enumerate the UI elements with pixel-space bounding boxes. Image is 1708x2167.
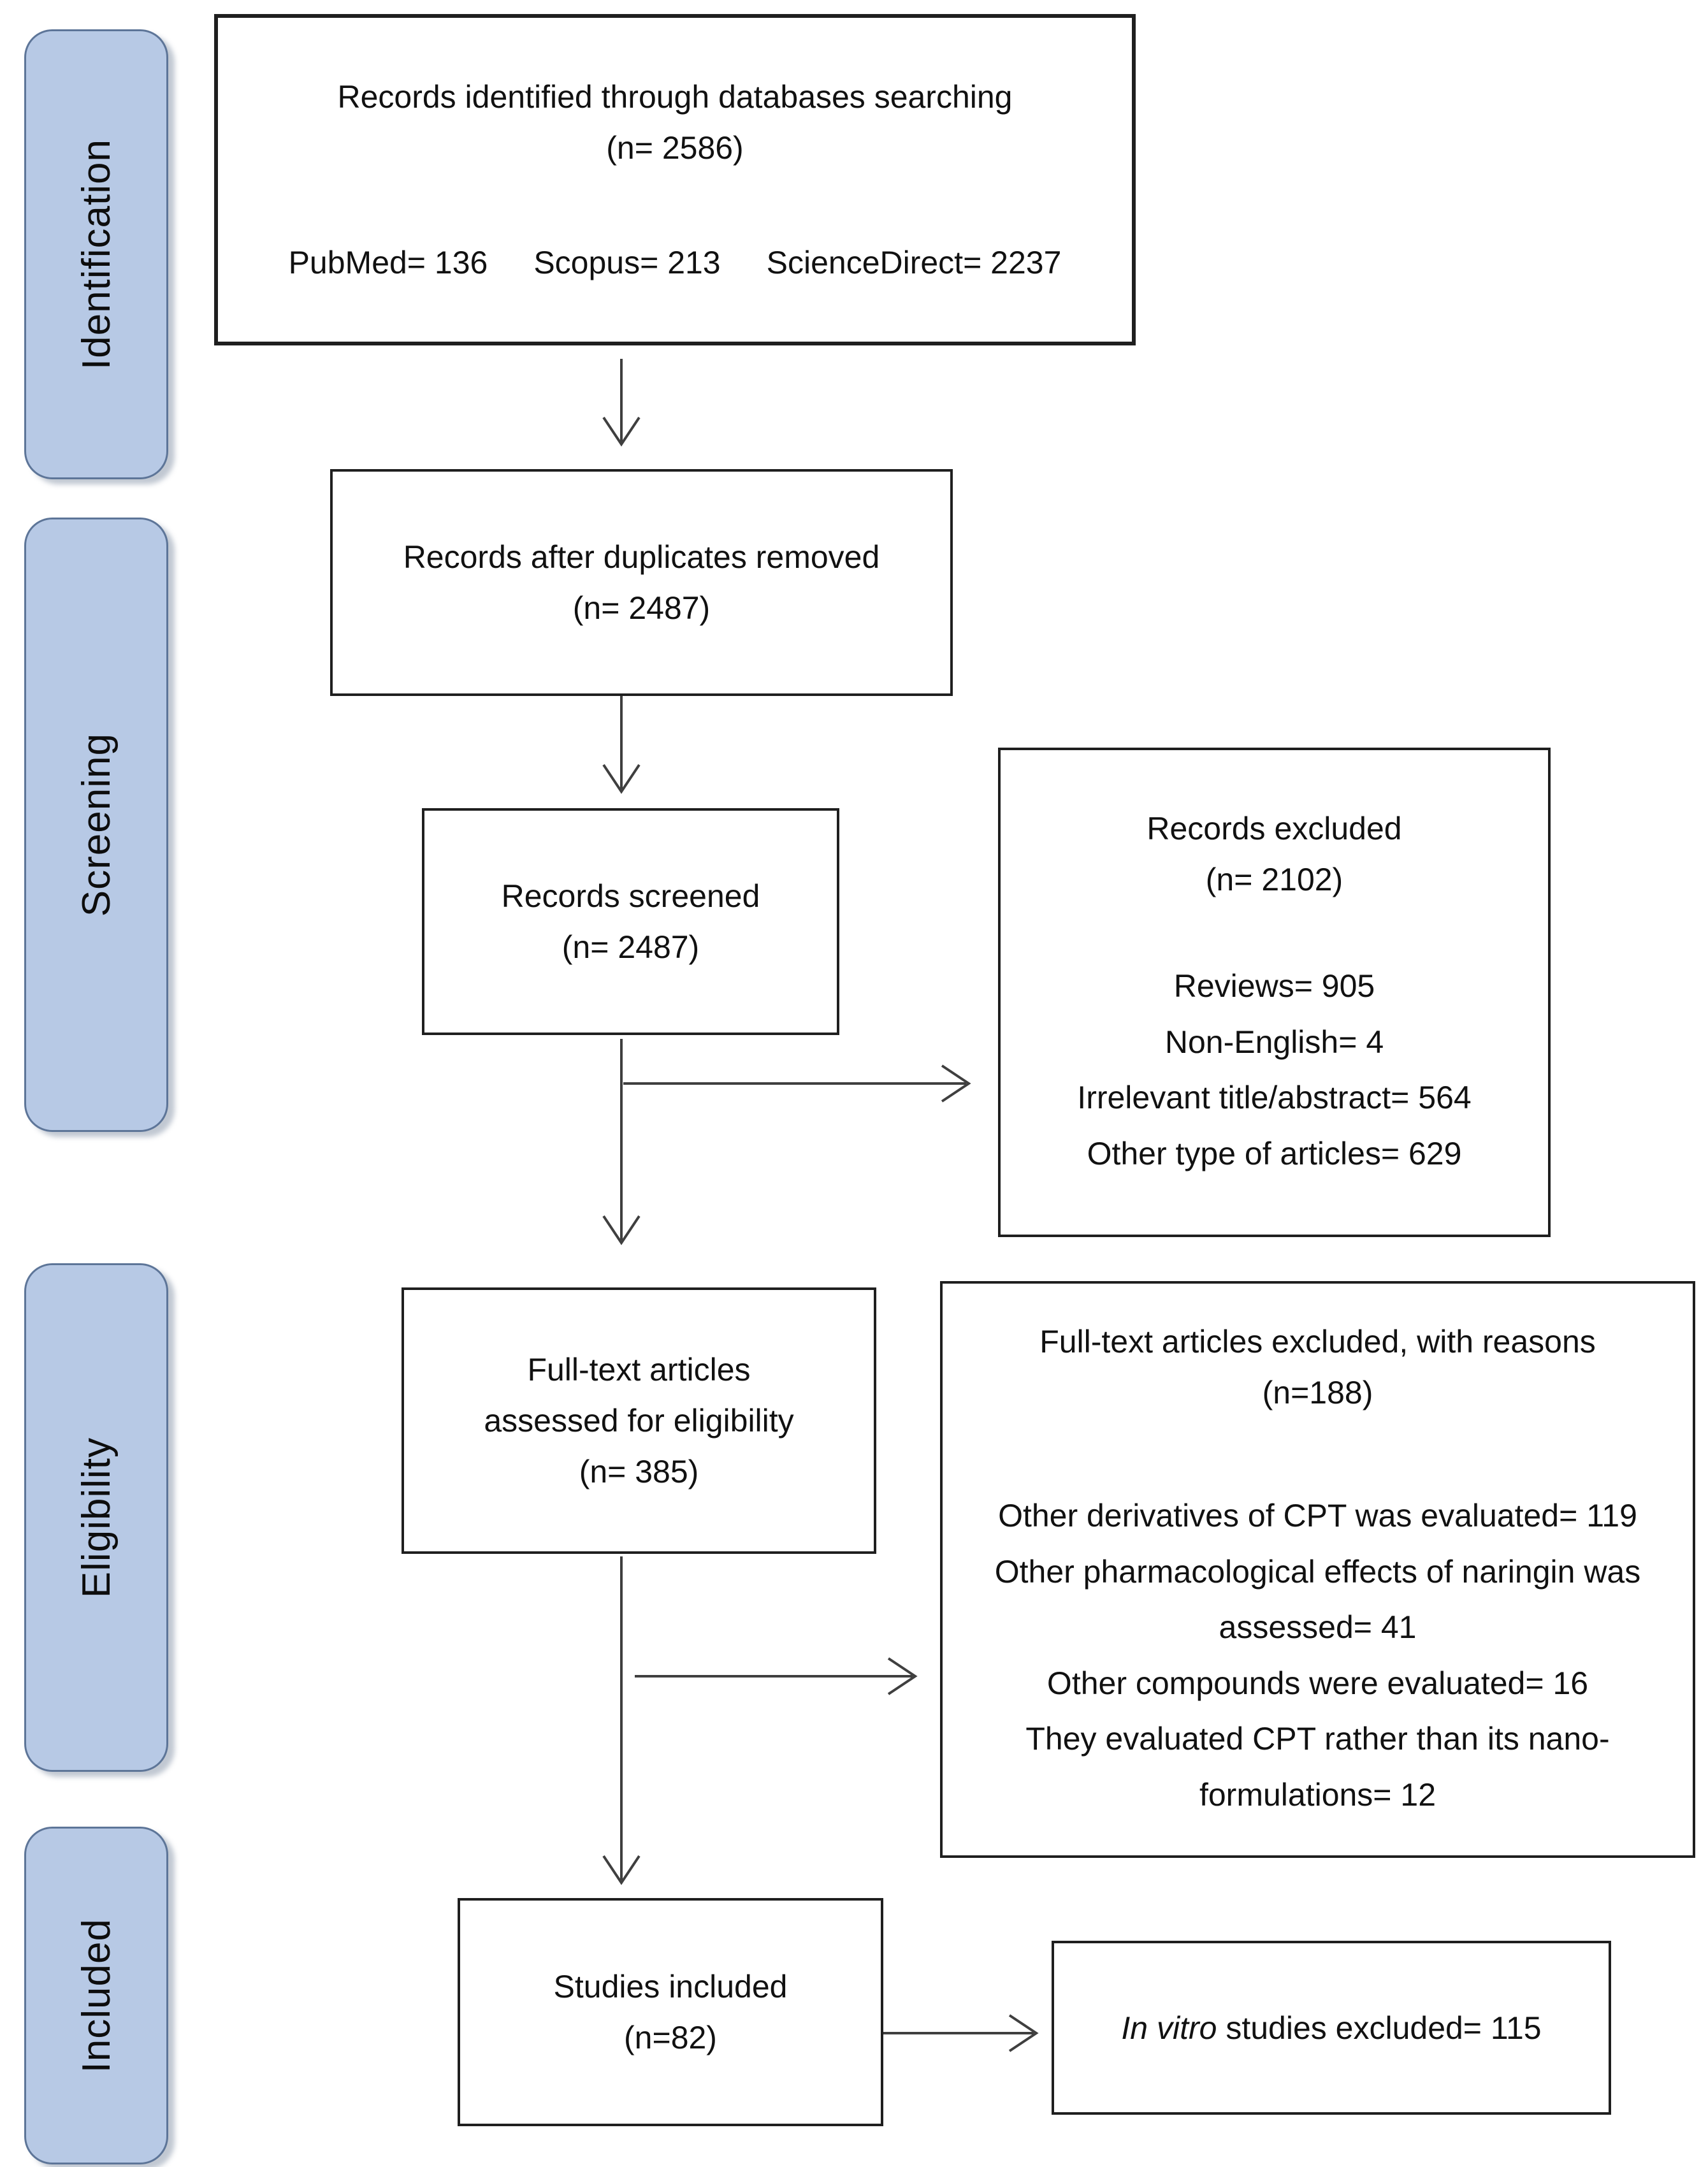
box-fulltext-assessed: Full-text articles assessed for eligibil… xyxy=(402,1287,876,1554)
reason-irrelevant: Irrelevant title/abstract= 564 xyxy=(1077,1080,1472,1115)
stage-identification: Identification xyxy=(24,29,168,479)
duplicates-removed-title: Records after duplicates removed xyxy=(403,539,880,575)
records-screened-title: Records screened xyxy=(501,878,760,914)
studies-included-title: Studies included xyxy=(553,1969,788,2004)
reason-cpt-derivatives: Other derivatives of CPT was evaluated= … xyxy=(998,1498,1637,1533)
stage-screening-label: Screening xyxy=(74,732,119,917)
arrow-deduplicated-to-screened xyxy=(602,696,640,794)
studies-included-count: (n=82) xyxy=(624,2020,717,2055)
arrow-included-to-invitro-excluded xyxy=(883,2014,1039,2052)
records-excluded-reasons: Reviews= 905 Non-English= 4 Irrelevant t… xyxy=(1001,959,1548,1182)
pubmed-count: PubMed= 136 xyxy=(288,245,488,280)
reason-non-english: Non-English= 4 xyxy=(1164,1024,1384,1060)
stage-eligibility-label: Eligibility xyxy=(74,1437,119,1598)
box-invitro-excluded: In vitro studies excluded= 115 xyxy=(1052,1941,1611,2115)
records-excluded-count: (n= 2102) xyxy=(1205,862,1343,897)
invitro-italic-lead: In vitro xyxy=(1121,2010,1217,2046)
records-identified-title: Records identified through databases sea… xyxy=(337,79,1013,115)
arrow-fulltext-to-fulltext-excluded xyxy=(635,1657,918,1695)
fulltext-excluded-reasons: Other derivatives of CPT was evaluated= … xyxy=(973,1488,1662,1823)
duplicates-removed-count: (n= 2487) xyxy=(572,590,711,626)
database-counts-row: PubMed= 136 Scopus= 213 ScienceDirect= 2… xyxy=(289,237,1062,288)
stage-screening: Screening xyxy=(24,518,168,1132)
fulltext-title-1: Full-text articles xyxy=(527,1352,751,1388)
reason-other-compounds: Other compounds were evaluated= 16 xyxy=(1046,1665,1589,1701)
scopus-count: Scopus= 213 xyxy=(533,245,721,280)
box-records-screened: Records screened (n= 2487) xyxy=(422,808,839,1035)
reason-naringin-effects: Other pharmacological effects of naringi… xyxy=(994,1553,1641,1646)
arrow-fulltext-to-included xyxy=(602,1556,640,1885)
arrow-screened-to-records-excluded xyxy=(623,1064,971,1103)
reason-cpt-not-nano: They evaluated CPT rather than its nano-… xyxy=(1025,1721,1610,1813)
box-fulltext-excluded: Full-text articles excluded, with reason… xyxy=(940,1281,1695,1858)
invitro-excluded-text: In vitro studies excluded= 115 xyxy=(1054,2003,1609,2054)
reason-other-articles: Other type of articles= 629 xyxy=(1087,1135,1462,1171)
fulltext-excluded-count: (n=188) xyxy=(1262,1375,1373,1410)
reason-reviews: Reviews= 905 xyxy=(1173,968,1375,1004)
records-identified-count: (n= 2586) xyxy=(606,130,744,166)
box-duplicates-removed: Records after duplicates removed (n= 248… xyxy=(330,469,953,696)
records-screened-count: (n= 2487) xyxy=(561,929,700,965)
stage-included-label: Included xyxy=(74,1918,119,2073)
stage-identification-label: Identification xyxy=(74,138,119,370)
box-records-identified: Records identified through databases sea… xyxy=(214,14,1136,345)
sciencedirect-count: ScienceDirect= 2237 xyxy=(766,245,1062,280)
invitro-rest: studies excluded= 115 xyxy=(1217,2010,1542,2046)
stage-eligibility: Eligibility xyxy=(24,1263,168,1772)
records-excluded-title: Records excluded xyxy=(1147,811,1402,846)
fulltext-count: (n= 385) xyxy=(579,1454,699,1489)
box-records-excluded: Records excluded (n= 2102) Reviews= 905 … xyxy=(998,748,1551,1237)
arrow-identified-to-deduplicated xyxy=(602,359,640,447)
fulltext-title-2: assessed for eligibility xyxy=(484,1403,794,1439)
fulltext-excluded-title: Full-text articles excluded, with reason… xyxy=(1039,1324,1596,1359)
box-studies-included: Studies included (n=82) xyxy=(458,1898,883,2126)
arrow-screened-to-fulltext xyxy=(602,1039,640,1245)
stage-included: Included xyxy=(24,1827,168,2164)
